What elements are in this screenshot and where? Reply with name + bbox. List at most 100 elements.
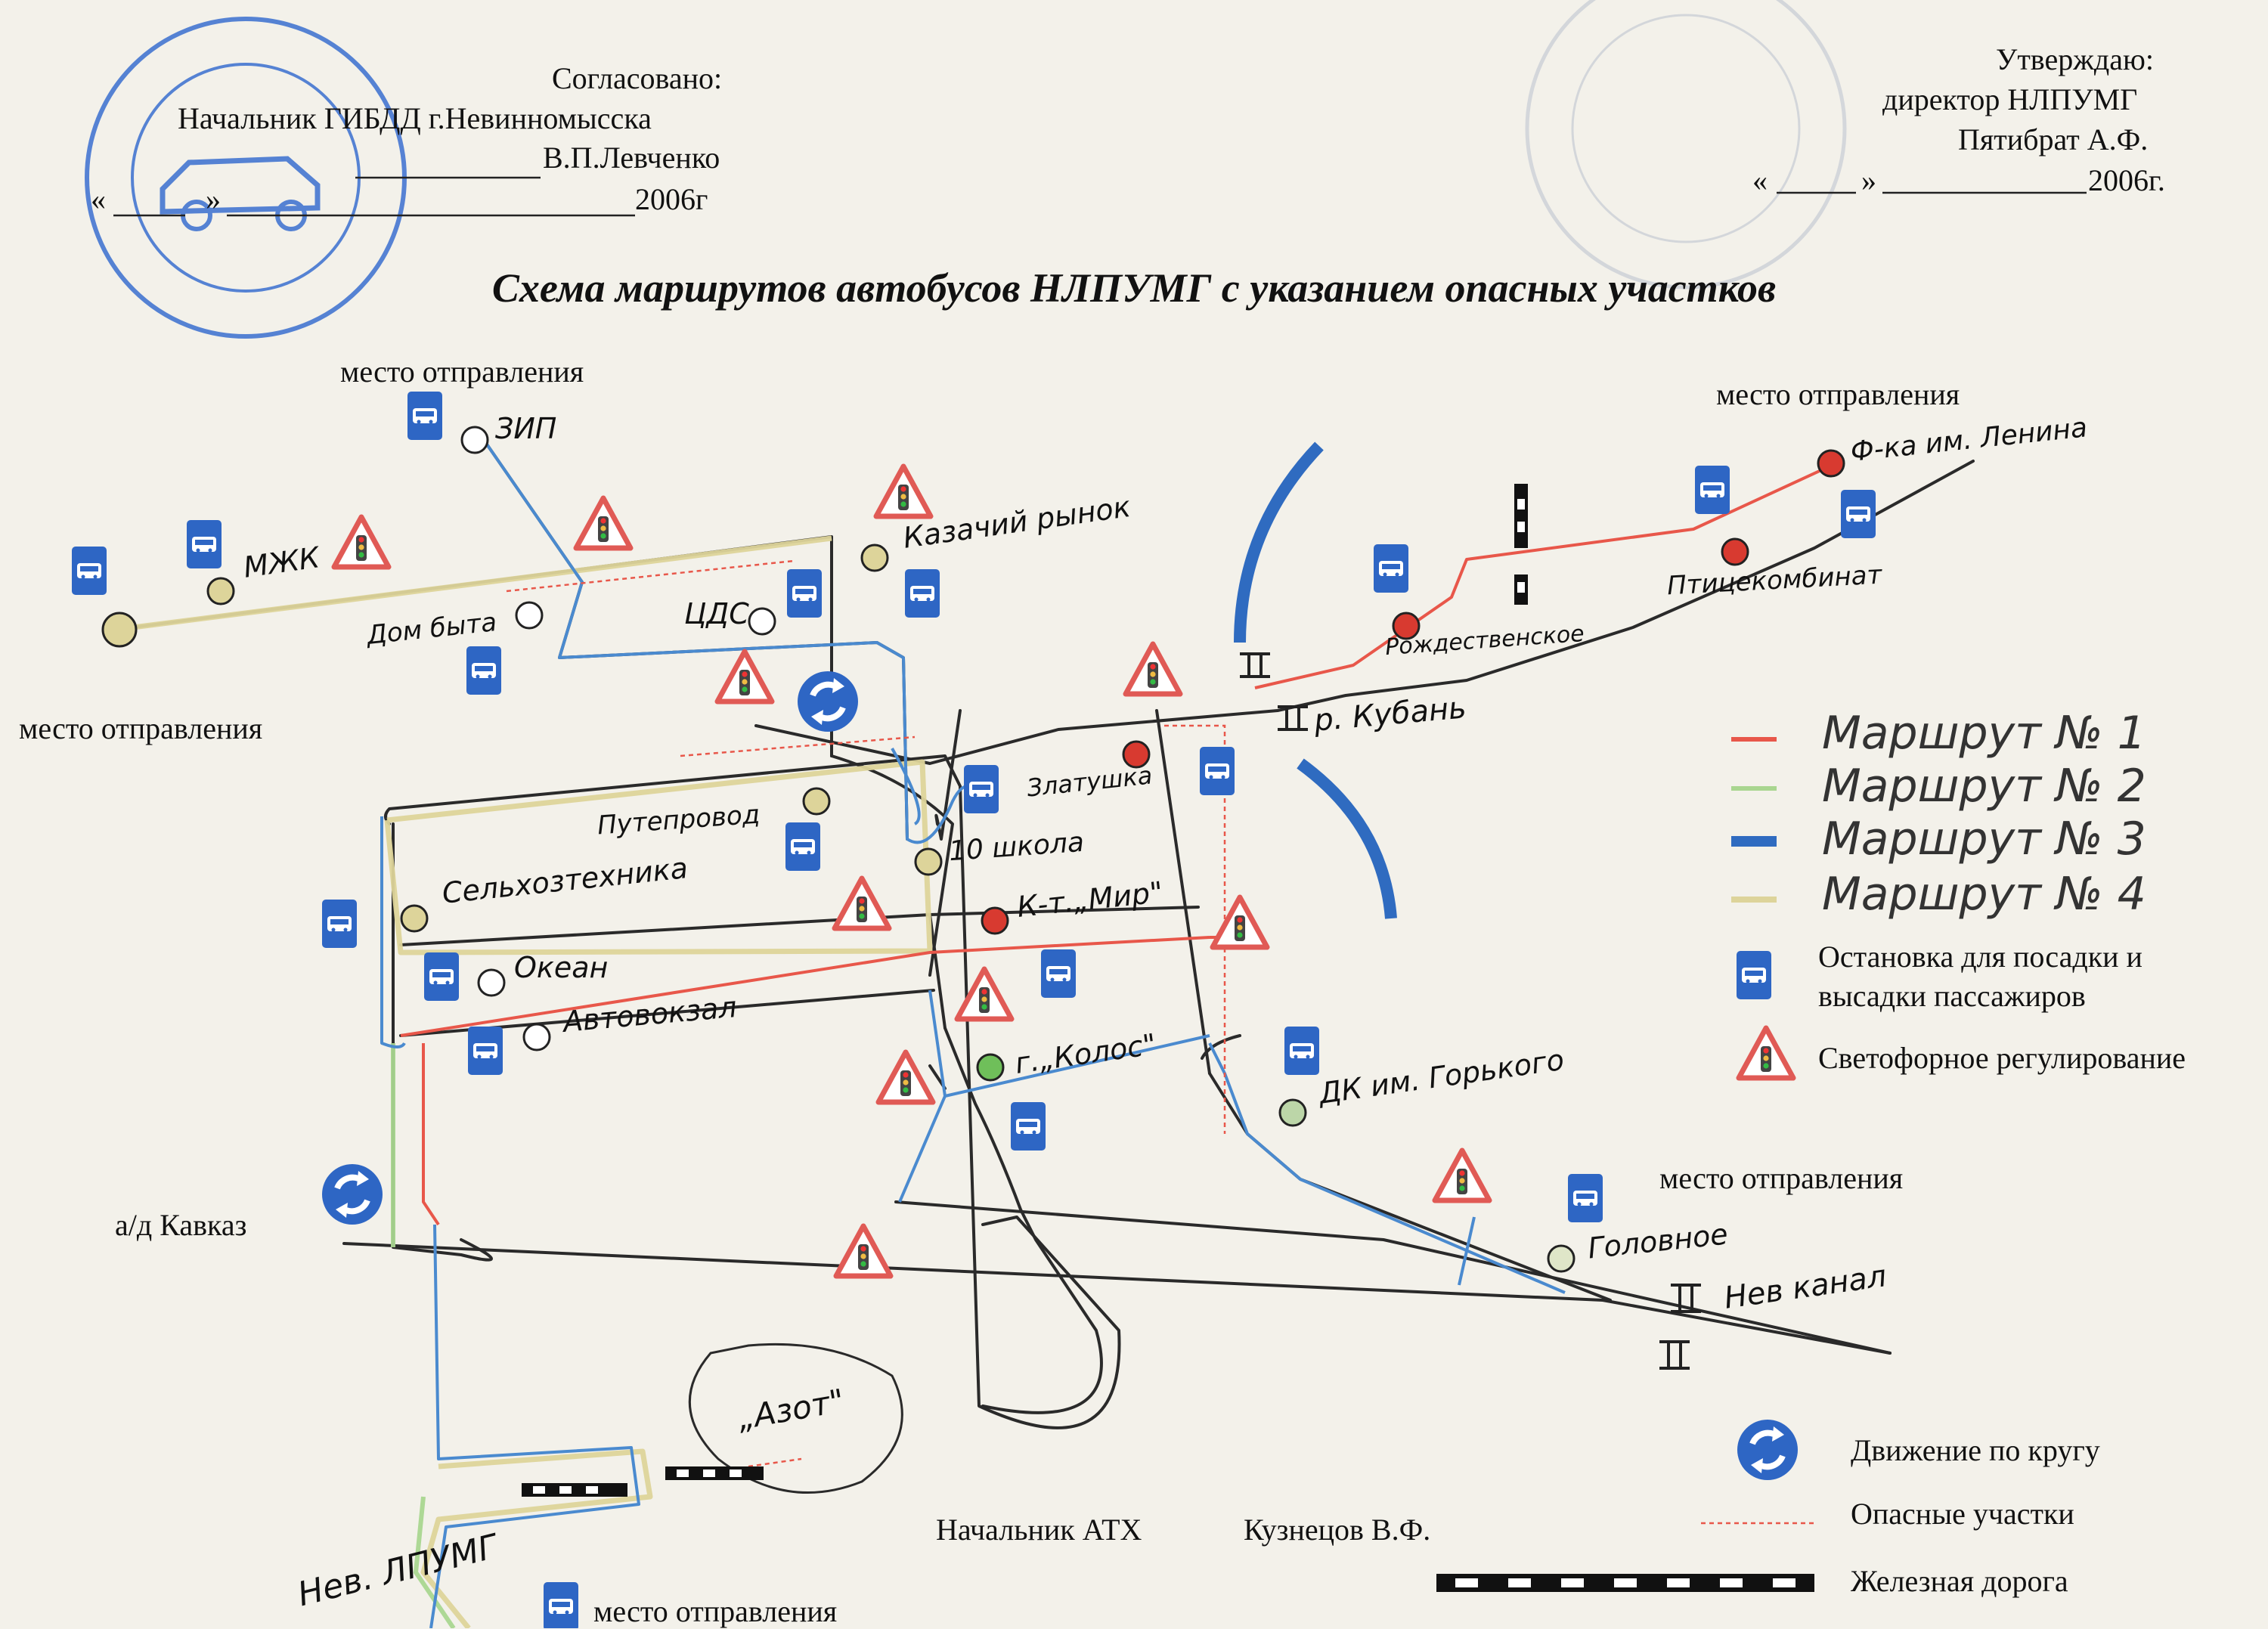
bus-stop-icon [1737, 951, 1771, 999]
bus-stop-icon [468, 1027, 503, 1075]
bus-stop-icon [1011, 1102, 1046, 1151]
legend-route2: Маршрут № 2 [1822, 760, 2146, 813]
railway-icon [522, 484, 1528, 1497]
header-lines [113, 176, 2087, 217]
traffic-light-icon [1213, 897, 1267, 947]
stop-ptitse [1721, 537, 1749, 566]
stop-dom-byta [515, 601, 544, 630]
traffic-light-icon [835, 878, 889, 928]
bus-stop-icon [785, 822, 820, 871]
bus-stop-icon [322, 900, 357, 948]
departure-label-golovnoe: место отправления [1659, 1161, 1904, 1195]
stop-label-okean: Океан [514, 951, 609, 984]
route-2-line [391, 1043, 456, 1628]
director-date-close: » [1861, 163, 1876, 197]
bus-stop-icon [905, 569, 940, 618]
traffic-light-icon [1126, 644, 1180, 694]
railway-icon [1436, 1574, 1814, 1592]
bus-stop-icon [544, 1582, 578, 1628]
director-position: директор НЛПУМГ [1882, 82, 2138, 116]
stop-rozhdestv [1392, 612, 1421, 640]
signature-position: Начальник АТХ [936, 1513, 1142, 1547]
legend-roundabout: Движение по кругу [1851, 1433, 2100, 1467]
bridge-icon [1240, 652, 1701, 1370]
legend-route4: Маршрут № 4 [1822, 868, 2146, 921]
traffic-light-icon [878, 1052, 933, 1102]
traffic-light-icon [576, 498, 631, 548]
traffic-light-icon [717, 652, 772, 701]
traffic-light-icon [1435, 1151, 1489, 1200]
legend-danger: Опасные участки [1851, 1497, 2074, 1531]
stop-golovnoe [1547, 1244, 1576, 1273]
legend-traffic-light: Светофорное регулирование [1818, 1041, 2186, 1075]
roundabout-icon [322, 1164, 383, 1225]
approve-label: Утверждаю: [1996, 42, 2154, 76]
ad-kavkaz-label: а/д Кавказ [115, 1208, 247, 1242]
gibdd-position: Начальник ГИБДД г.Невинномысска [178, 101, 652, 135]
stop-10shkola [914, 847, 943, 876]
bus-stop-icon [787, 569, 822, 618]
gibdd-date-close: » [206, 182, 221, 216]
stop-mzhk-depart [101, 612, 138, 648]
stop-label-zip: ЗИП [495, 412, 557, 445]
stop-label-tsds: ЦДС [684, 597, 749, 630]
bus-stop-icon [1284, 1027, 1319, 1075]
stop-kolos [976, 1053, 1005, 1082]
gibdd-date-open: « [91, 182, 106, 216]
stop-kazachiy [860, 544, 889, 572]
route-3-line [380, 438, 1566, 1628]
roundabout-icon [798, 671, 858, 732]
azot-area [688, 1343, 903, 1494]
traffic-light-icon [334, 517, 389, 567]
lpumg-stamp [1525, 0, 1847, 290]
bus-stop-icon [1041, 949, 1076, 998]
traffic-light-icon [836, 1226, 891, 1276]
departure-label-mzhk: место отправления [19, 711, 263, 745]
bus-stop-icon [1841, 490, 1876, 538]
agreed-label: Согласовано: [552, 61, 723, 95]
legend-graphics [1436, 737, 1814, 1592]
legend-route1: Маршрут № 1 [1822, 707, 2146, 760]
stop-avtovokzal [522, 1023, 551, 1051]
departure-label-lpumg: место отправления [593, 1594, 838, 1628]
bus-stop-icon [1695, 466, 1730, 514]
bus-stop-icon [72, 547, 107, 595]
director-date-open: « [1752, 163, 1768, 197]
danger-sections [506, 559, 1226, 1468]
legend-bus-stop: Остановка для посадки и высадки пассажир… [1818, 940, 2143, 1013]
bus-stop-icon [1200, 747, 1235, 795]
stop-mzhk [206, 577, 235, 605]
gibdd-year: 2006г [635, 182, 708, 216]
stop-dk-gorkogo [1278, 1098, 1307, 1127]
bus-stop-icon [1374, 544, 1408, 593]
bus-stop-icon [1568, 1174, 1603, 1222]
legend-railway: Железная дорога [1851, 1564, 2068, 1598]
stop-markers [101, 426, 1845, 1273]
stop-selkhoz [400, 904, 429, 933]
stop-fka-lenina [1817, 449, 1845, 478]
map-title: Схема маршрутов автобусов НЛПУМГ с указа… [491, 265, 1777, 311]
river-kuban [1234, 441, 1397, 919]
traffic-light-icon [1739, 1028, 1793, 1078]
director-year: 2006г. [2088, 163, 2165, 197]
bus-stop-icon [407, 392, 442, 440]
departure-label-lenina: место отправления [1716, 377, 1960, 411]
route-1-line [400, 460, 1842, 1226]
bus-stop-icon [466, 646, 501, 695]
legend-route3: Маршрут № 3 [1822, 813, 2146, 866]
traffic-light-icon [876, 466, 931, 516]
stop-puteprovod [802, 787, 831, 816]
stop-okean [477, 968, 506, 997]
roundabout-icon [1737, 1420, 1798, 1480]
stop-tsds [748, 607, 776, 636]
stop-zip [460, 426, 489, 454]
signature-name: Кузнецов В.Ф. [1244, 1513, 1431, 1547]
gibdd-name: В.П.Левченко [543, 141, 720, 175]
bus-stop-icon [187, 520, 222, 568]
bus-stop-icon [964, 765, 999, 813]
stop-zlatushka [1122, 740, 1151, 769]
stop-kt-mir [981, 906, 1009, 935]
bus-stop-icon [424, 952, 459, 1001]
director-name: Пятибрат А.Ф. [1958, 122, 2149, 156]
